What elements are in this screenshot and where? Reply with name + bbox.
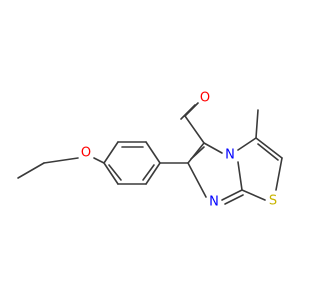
- bond-c3-c2-double: [257, 143, 279, 161]
- bond-benzene-6: [103, 162, 119, 185]
- bond-benzene-3: [145, 141, 161, 164]
- bond-c5-cho: [184, 115, 205, 144]
- atom-label-oxygen-ether: O: [81, 146, 91, 161]
- bond-c5-nbridge: [203, 142, 223, 154]
- bond-group: [17, 102, 283, 205]
- bond-cho-oxygen-double: [180, 104, 196, 120]
- bond-c6-c5-double: [190, 146, 205, 160]
- structure-svg: O O N N S: [17, 91, 283, 210]
- bond-c3-c2: [255, 137, 283, 159]
- bond-benzene-double-3: [108, 164, 122, 181]
- atom-label-sulfur: S: [269, 194, 277, 209]
- atom-label-nitrogen-bridgehead: N: [225, 148, 235, 163]
- bond-nimine-c6: [187, 162, 207, 198]
- atom-label-nitrogen-imine: N: [209, 195, 219, 210]
- bond-oxygen-aryl: [93, 157, 105, 164]
- bond-c6-c5: [187, 142, 205, 164]
- bond-nbridge-c3: [237, 137, 257, 151]
- bond-ethyl-ch3-ch2: [17, 162, 45, 179]
- bond-sulfur-c7a: [241, 189, 266, 201]
- bond-c7a-nimine-double: [224, 194, 244, 205]
- molecule-diagram: O O N N S: [17, 91, 283, 210]
- bond-c2-sulfur: [275, 157, 283, 191]
- atom-label-oxygen-aldehyde: O: [200, 91, 210, 106]
- bond-c7a-nimine: [221, 189, 243, 201]
- bond-ch2-oxygen: [43, 157, 79, 164]
- bond-benzene-4: [145, 162, 161, 185]
- atom-label-group: O O N N S: [81, 91, 277, 210]
- bond-nbridge-c7a: [237, 161, 243, 191]
- bond-c3-methyl: [255, 109, 259, 139]
- bond-benzene-1: [103, 141, 119, 164]
- bond-benzene-double-2: [142, 164, 155, 181]
